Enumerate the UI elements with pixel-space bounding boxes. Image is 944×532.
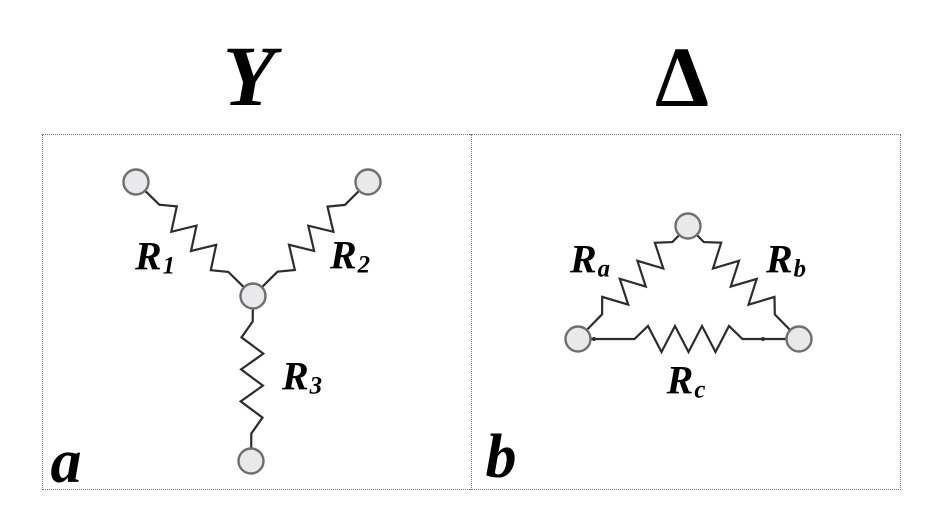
panel-letter-b: b xyxy=(485,423,517,491)
wye-center-node xyxy=(239,282,267,310)
resistor-r1 xyxy=(144,189,245,289)
resistor-letter: R xyxy=(569,236,597,282)
wye-terminal-bottom xyxy=(237,447,265,475)
resistor-letter: R xyxy=(134,233,162,279)
resistor-subscript: 3 xyxy=(309,372,323,400)
resistor-label-r1: R1 xyxy=(134,233,176,280)
resistor-rc xyxy=(590,323,787,355)
resistor-label-r3: R3 xyxy=(281,353,323,400)
delta-node-top xyxy=(674,212,702,240)
wye-terminal-top-right xyxy=(354,168,382,196)
panel-delta xyxy=(470,134,901,490)
resistor-label-rb: Rb xyxy=(765,236,807,283)
resistor-letter: R xyxy=(666,357,694,403)
resistor-r3 xyxy=(238,308,266,449)
resistor-ra xyxy=(585,234,681,331)
wye-terminal-top-left xyxy=(122,168,150,196)
junction-dot xyxy=(761,337,765,341)
resistor-letter: R xyxy=(281,353,309,399)
resistor-subscript: b xyxy=(793,255,807,283)
resistor-subscript: 1 xyxy=(162,252,176,280)
panel-letter-a: a xyxy=(50,428,82,496)
resistor-subscript: 2 xyxy=(357,251,371,279)
resistor-subscript: a xyxy=(597,255,611,283)
resistor-label-r2: R2 xyxy=(329,232,371,279)
delta-node-right xyxy=(785,325,813,353)
delta-node-left xyxy=(564,325,592,353)
resistor-letter: R xyxy=(765,236,793,282)
resistor-rb xyxy=(696,234,791,331)
resistor-r2 xyxy=(261,190,360,288)
resistor-letter: R xyxy=(329,232,357,278)
resistor-label-rc: Rc xyxy=(666,357,706,404)
resistor-label-ra: Ra xyxy=(569,236,611,283)
wye-title: Y xyxy=(222,28,276,124)
delta-title: Δ xyxy=(655,29,709,125)
panel-wye xyxy=(42,134,472,490)
junction-dot xyxy=(592,337,596,341)
resistor-subscript: c xyxy=(694,376,706,404)
